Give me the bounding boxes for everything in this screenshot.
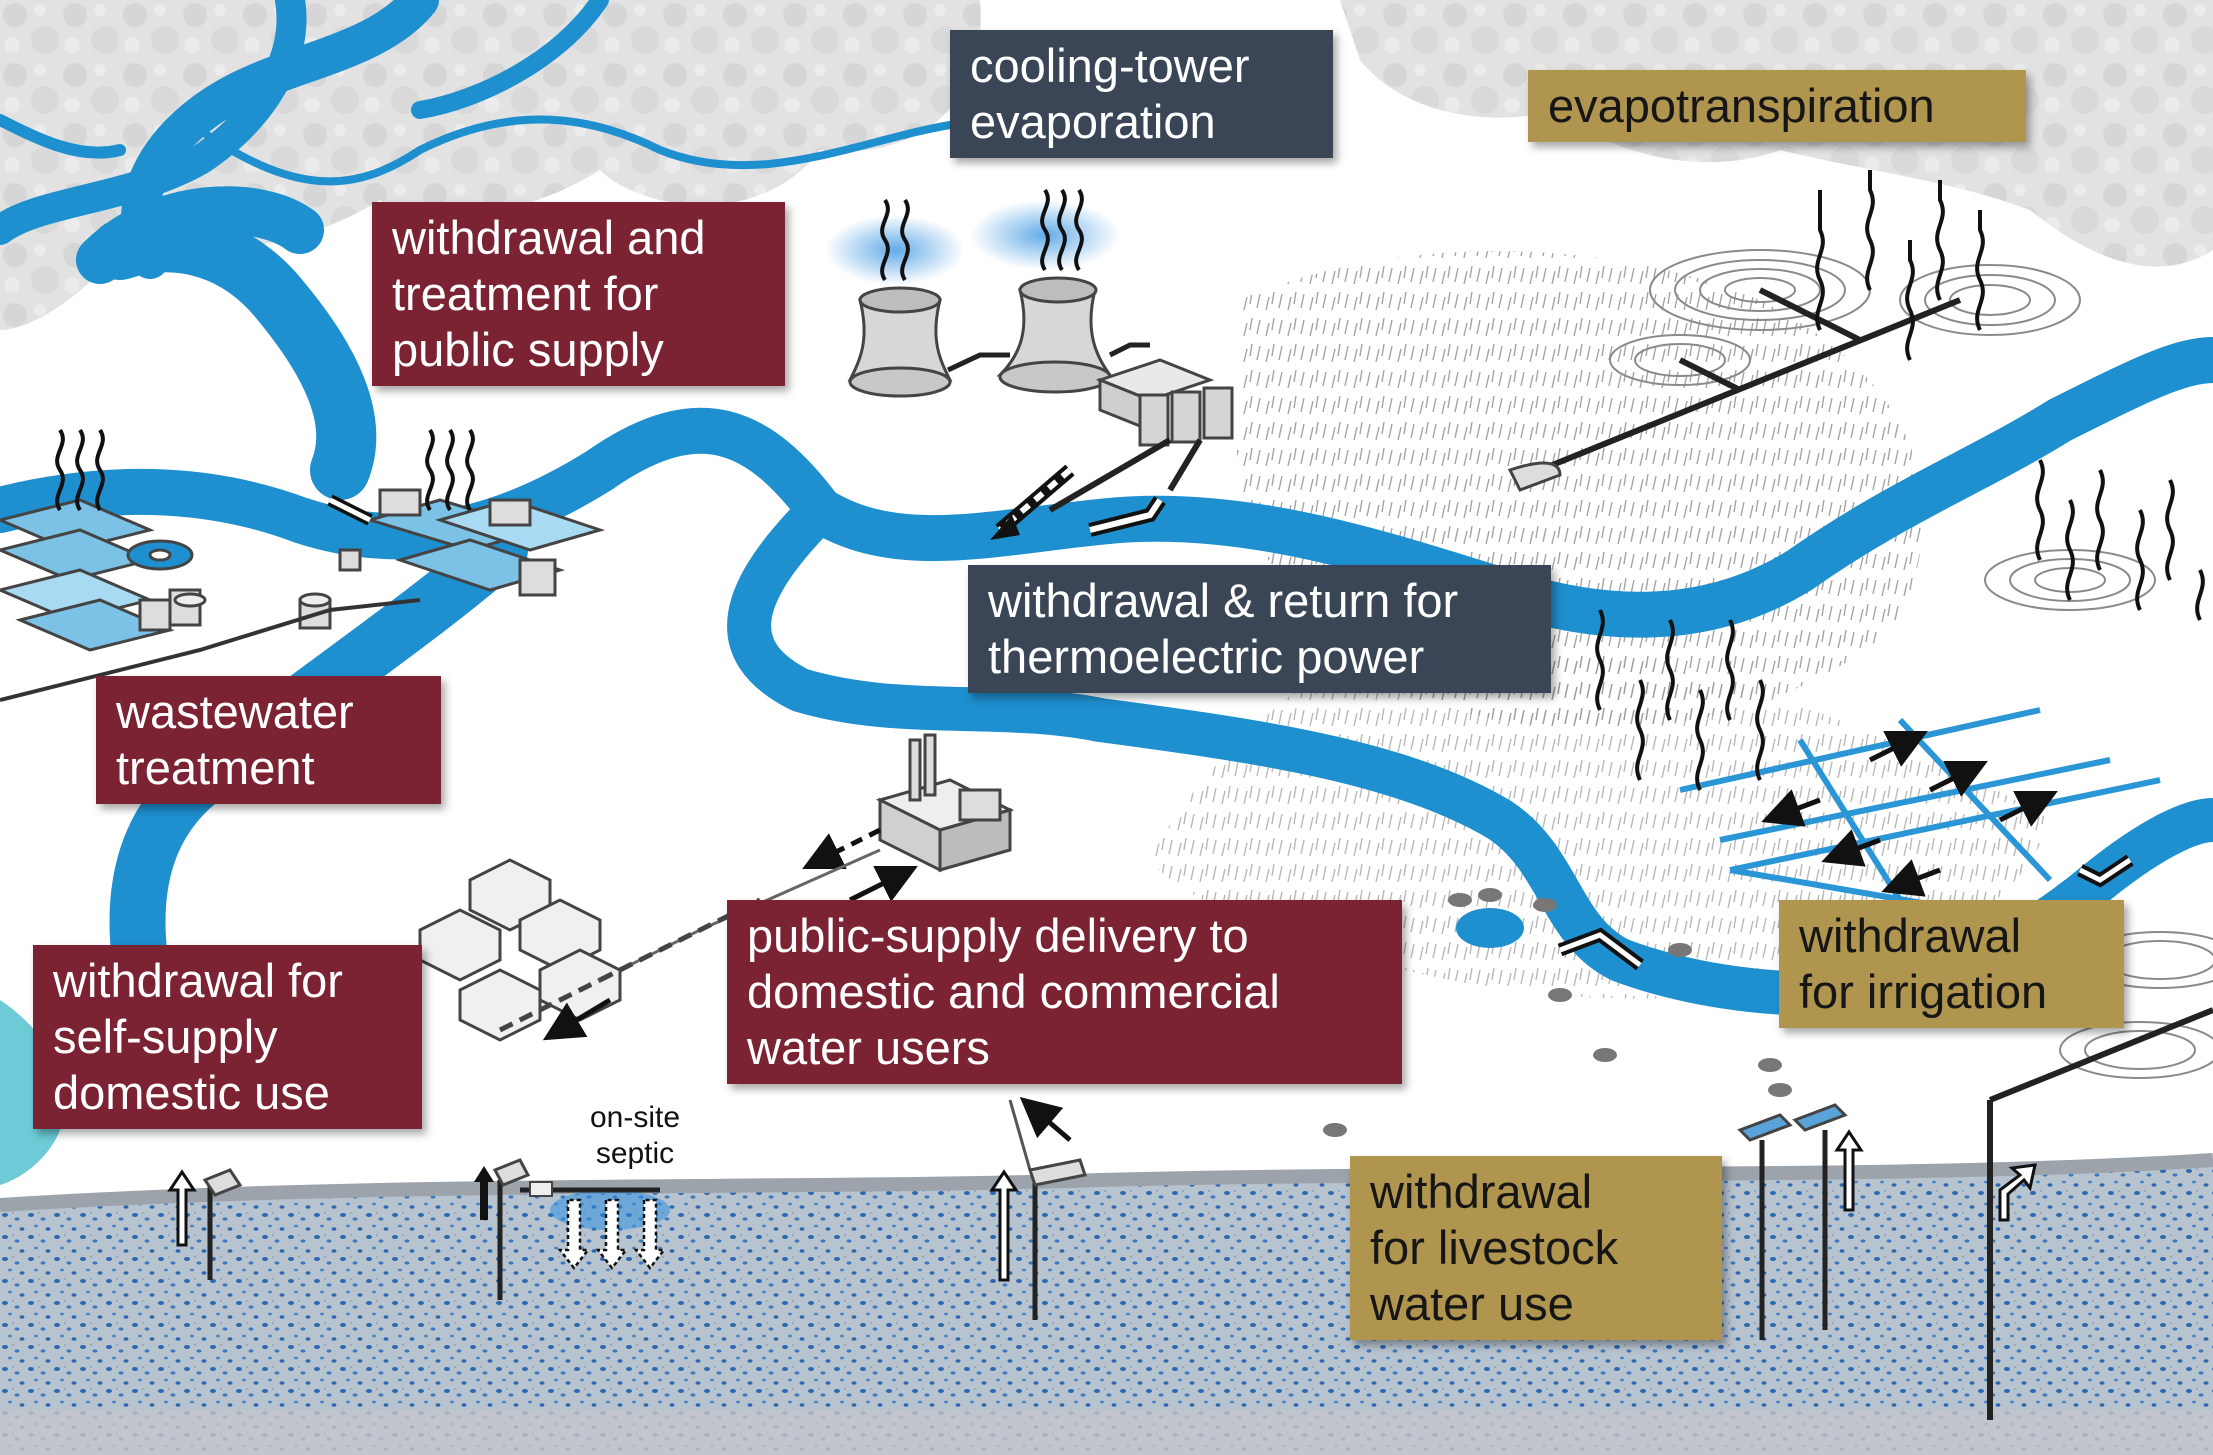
cooling-tower-icon [825,188,1120,398]
withdrawal-livestock-label: withdrawal for livestock water use [1350,1156,1722,1340]
withdrawal-return-thermoelectric-label: withdrawal & return for thermoelectric p… [968,565,1551,693]
well-up-arrows [167,1129,2037,1282]
septic-system [520,1181,670,1271]
irrigation-pipes [1538,287,2213,1420]
factory-icon [875,733,1015,873]
public-supply-delivery-label: public-supply delivery to domestic and c… [727,900,1402,1084]
withdrawal-treatment-public-supply-label: withdrawal and treatment for public supp… [372,202,785,386]
flow-arrow-icon [990,464,1166,540]
treatment-plant-icon [0,488,606,652]
well-icon [207,1130,1828,1340]
power-plant-icon [946,342,1234,513]
livestock-flow-arrow-inner [1559,932,1642,967]
evaporation-arrow-icon [1595,170,2205,791]
houses-icon [418,858,622,1042]
irrigation-intake-arrow-inner [2078,857,2132,883]
irrigation-flow-arrows [1761,731,2058,897]
intake-arrow-inner [328,497,372,523]
cow-icon [1323,888,1792,1137]
groundwater-aquifer [0,1153,2213,1455]
cooling-tower-evaporation-label: cooling-tower evaporation [950,30,1333,158]
on-site-septic-label: on-site septic [589,1101,681,1170]
well-heads [202,1103,1848,1197]
treatment-pipe [0,598,421,702]
irrigation-well-head [1507,461,1562,492]
delivery-arrows [498,897,1072,1171]
evapotranspiration-label: evapotranspiration [1528,70,2026,142]
estuary [0,1000,66,1185]
wastewater-treatment-label: wastewater treatment [96,676,441,804]
treatment-evaporation-arrows [55,428,475,512]
withdrawal-irrigation-label: withdrawal for irrigation [1779,900,2124,1028]
withdrawal-self-supply-domestic-label: withdrawal for self-supply domestic use [33,945,422,1129]
